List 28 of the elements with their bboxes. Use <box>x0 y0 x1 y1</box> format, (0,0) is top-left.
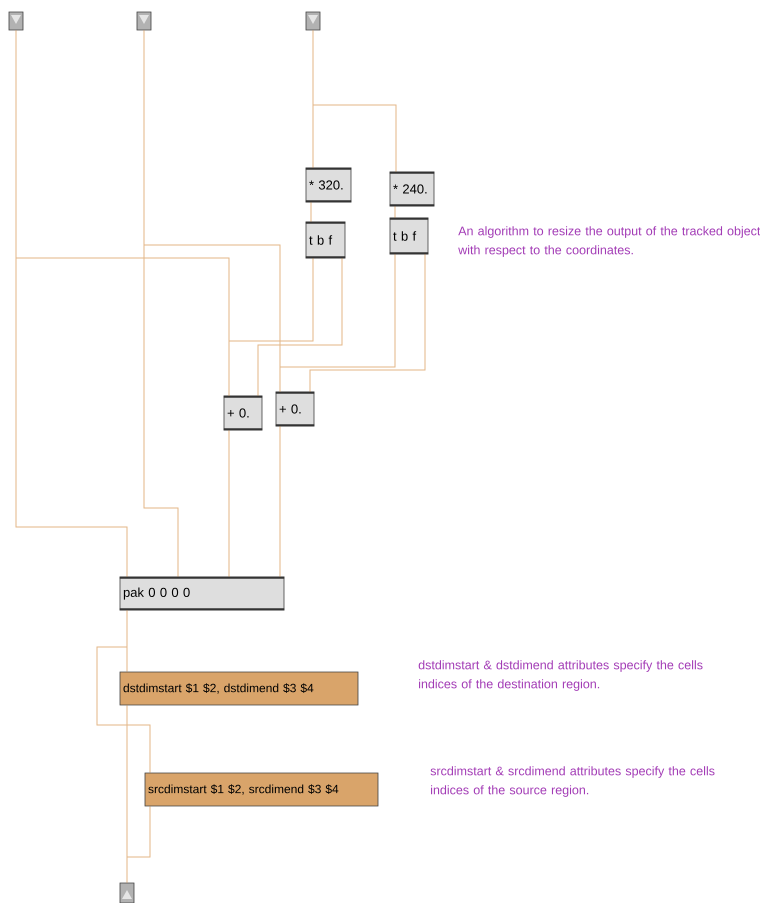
patch-cord <box>228 258 314 396</box>
object-box: + 0. <box>276 392 314 427</box>
comment-text: An algorithm to resize the output of the tracked object with respect to the coordinates. <box>458 226 760 257</box>
patch-cord <box>228 430 230 578</box>
patch-cord <box>312 30 396 172</box>
patch-cord <box>258 258 342 396</box>
comment-text: dstdimstart & dstdimend attributes specify the cells indices of the destination region. <box>418 660 703 691</box>
patch-cord <box>144 30 178 578</box>
object-box: * 320. <box>306 168 352 202</box>
patch-cord <box>280 254 396 392</box>
comment-text: srcdimstart & srcdimend attributes specify the cells indices of the source region. <box>430 766 715 797</box>
outlet-box <box>120 882 134 903</box>
object-box: * 240. <box>390 172 434 206</box>
object-box: + 0. <box>224 396 262 431</box>
inlet-box <box>306 12 320 30</box>
object-box: t b f <box>390 218 428 254</box>
patch-cord <box>310 254 426 392</box>
object-box: t b f <box>306 222 346 259</box>
object-box: pak 0 0 0 0 <box>120 576 284 610</box>
patch-cord <box>16 30 128 578</box>
inlet-box <box>8 12 24 30</box>
inlet-box <box>136 12 152 30</box>
patch-cord <box>96 610 150 774</box>
message-box: dstdimstart $1 $2, dstdimend $3 $4 <box>120 672 358 706</box>
patch-cord <box>310 202 312 222</box>
message-box: srcdimstart $1 $2, srcdimend $3 $4 <box>144 772 378 806</box>
patch-cord <box>394 206 396 218</box>
patch-cord <box>126 806 150 884</box>
